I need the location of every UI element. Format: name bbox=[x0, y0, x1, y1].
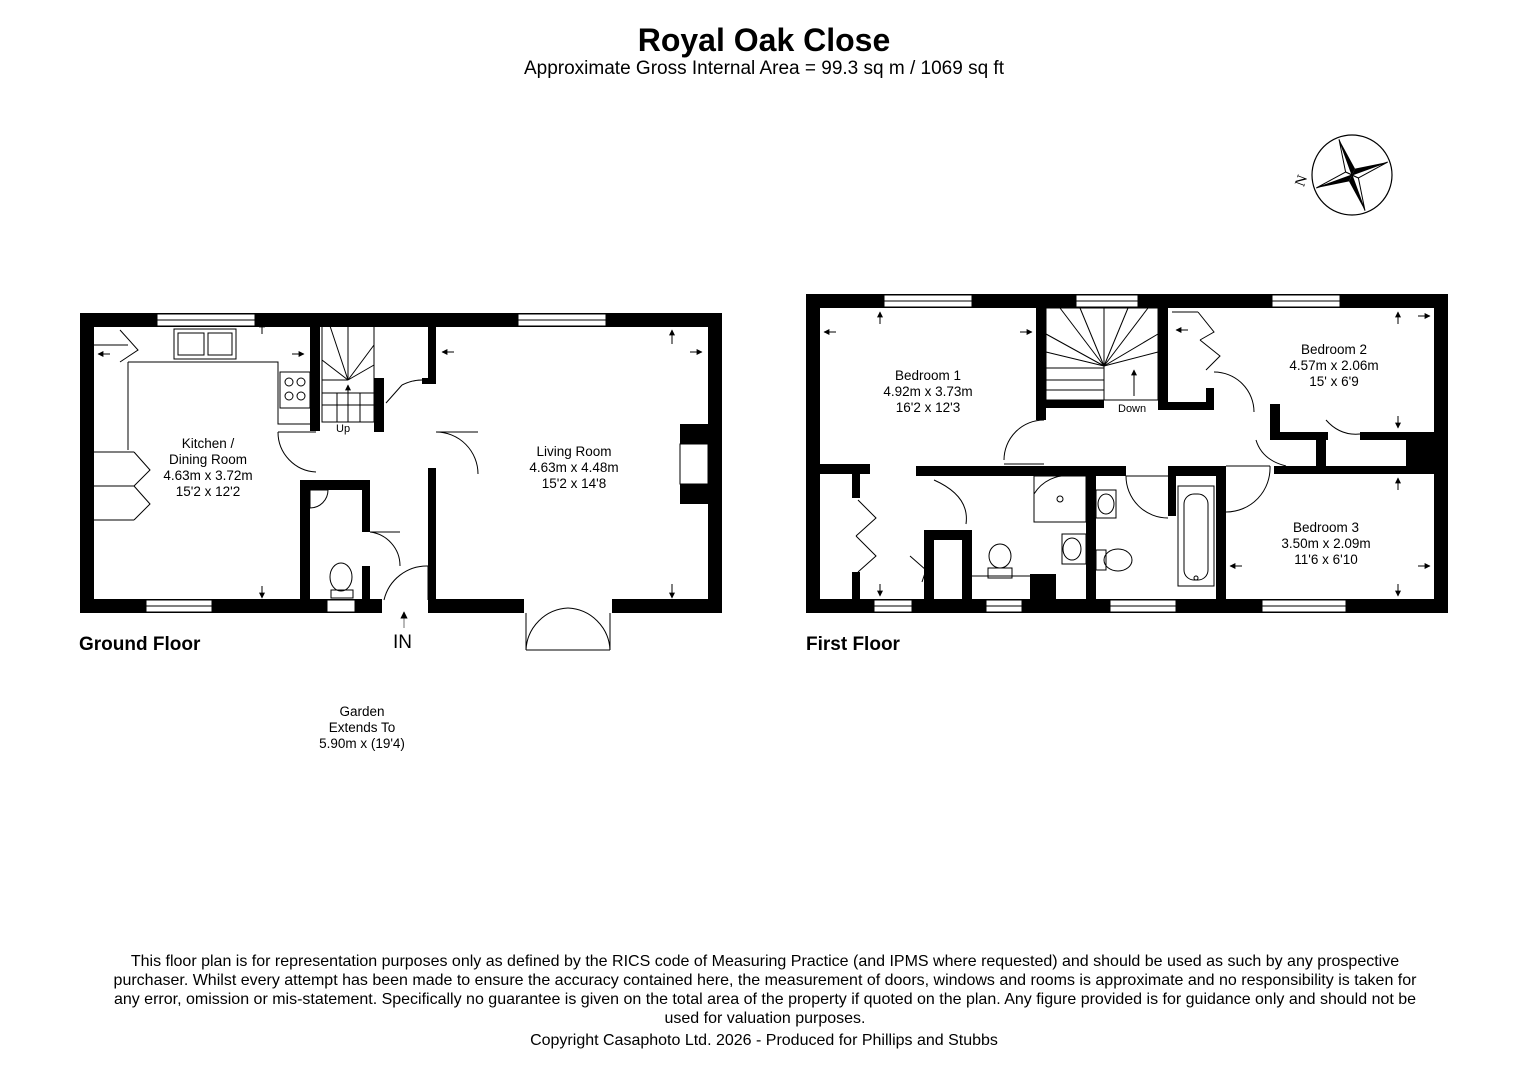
stairs-up-label: Up bbox=[336, 423, 351, 435]
room-metric: 3.50m x 2.09m bbox=[1281, 536, 1371, 551]
room-name: Living Room bbox=[536, 444, 612, 459]
room-imperial: 15' x 6'9 bbox=[1309, 374, 1359, 389]
compass-icon: N bbox=[1292, 134, 1393, 216]
room-name-line2: Dining Room bbox=[168, 452, 248, 467]
kitchen-dining-room-label: Kitchen / Dining Room 4.63m x 3.72m 15'2… bbox=[140, 436, 276, 500]
bedroom-1-label: Bedroom 1 4.92m x 3.73m 16'2 x 12'3 bbox=[860, 368, 996, 416]
room-imperial: 15'2 x 12'2 bbox=[175, 484, 241, 499]
copyright-text: Copyright Casaphoto Ltd. 2026 - Produced… bbox=[530, 1032, 998, 1049]
garden-line3: 5.90m x (19'4) bbox=[319, 736, 405, 751]
room-metric: 4.63m x 3.72m bbox=[163, 468, 253, 483]
ground-floor-plan bbox=[80, 313, 722, 651]
room-imperial: 16'2 x 12'3 bbox=[895, 400, 961, 415]
ground-floor-label: Ground Floor bbox=[79, 634, 201, 655]
room-name: Bedroom 2 bbox=[1300, 342, 1368, 357]
compass-north-label: N bbox=[1292, 173, 1311, 189]
garden-line2: Extends To bbox=[328, 720, 396, 735]
entrance-label: IN bbox=[393, 632, 412, 653]
page-title: Royal Oak Close bbox=[637, 22, 891, 58]
garden-line1: Garden bbox=[339, 704, 385, 719]
first-floor-plan bbox=[806, 294, 1448, 613]
room-name: Bedroom 3 bbox=[1292, 520, 1360, 535]
page-subtitle: Approximate Gross Internal Area = 99.3 s… bbox=[523, 58, 1004, 79]
bedroom-2-label: Bedroom 2 4.57m x 2.06m 15' x 6'9 bbox=[1266, 342, 1402, 390]
room-imperial: 15'2 x 14'8 bbox=[541, 476, 607, 491]
room-metric: 4.92m x 3.73m bbox=[883, 384, 973, 399]
room-name: Kitchen / bbox=[181, 436, 235, 451]
living-room-label: Living Room 4.63m x 4.48m 15'2 x 14'8 bbox=[506, 444, 642, 492]
room-metric: 4.63m x 4.48m bbox=[529, 460, 619, 475]
first-floor-label: First Floor bbox=[806, 634, 900, 655]
garden-label: Garden Extends To 5.90m x (19'4) bbox=[292, 704, 432, 752]
room-metric: 4.57m x 2.06m bbox=[1289, 358, 1379, 373]
stairs-down-label: Down bbox=[1118, 403, 1147, 415]
room-imperial: 11'6 x 6'10 bbox=[1294, 552, 1358, 567]
room-name: Bedroom 1 bbox=[894, 368, 962, 383]
disclaimer-text: This floor plan is for representation pu… bbox=[113, 953, 1417, 1027]
bedroom-3-label: Bedroom 3 3.50m x 2.09m 11'6 x 6'10 bbox=[1258, 520, 1394, 568]
